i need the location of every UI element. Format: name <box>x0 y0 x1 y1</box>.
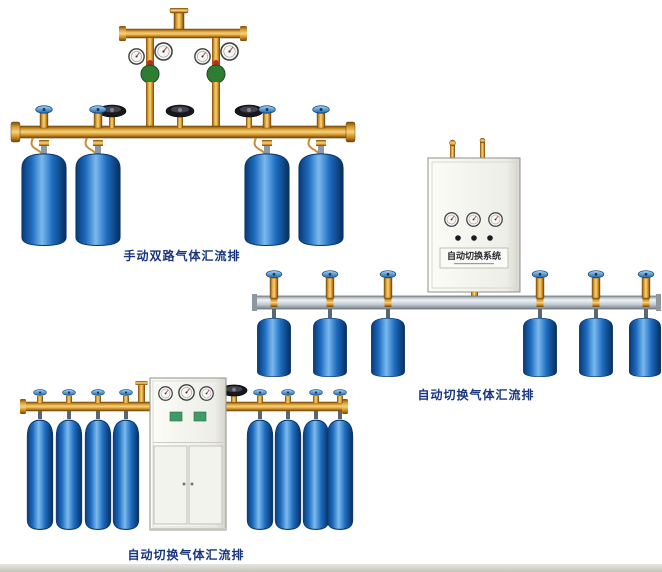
gas-cylinder <box>26 419 54 530</box>
handwheel-blue <box>531 270 549 279</box>
handwheel-black <box>165 104 195 118</box>
pressure-gauge <box>194 48 211 65</box>
cylinder-station <box>629 270 661 377</box>
handwheel-blue <box>258 105 276 114</box>
pressure-regulator-left <box>128 42 173 128</box>
handwheel-blue <box>379 270 397 279</box>
gas-cylinder <box>302 419 330 530</box>
control-cabinet: 自动切换系统 <box>427 138 521 298</box>
gas-cylinder <box>75 153 121 246</box>
handwheel-blue <box>35 105 53 114</box>
handwheel-blue <box>309 389 323 396</box>
cylinder-valves-and-bottles <box>257 270 661 377</box>
gas-cylinders <box>21 140 344 246</box>
indicator-light <box>471 235 477 241</box>
handwheel-blue <box>281 389 295 396</box>
next-row-edge-strip <box>0 564 662 572</box>
product-figure-manual-dual <box>8 8 358 250</box>
product-caption: 自动切换气体汇流排 <box>417 388 535 402</box>
gas-cylinder <box>55 419 83 530</box>
gas-cylinder <box>371 317 405 377</box>
control-cabinet <box>149 377 227 531</box>
pressure-gauge <box>154 42 173 61</box>
indicator-light <box>487 235 493 241</box>
handwheel-blue <box>119 389 133 396</box>
gas-cylinder <box>523 317 557 377</box>
cylinder-station <box>579 270 613 377</box>
product-caption: 自动切换气体汇流排 <box>127 548 245 562</box>
cylinder-station <box>371 270 405 377</box>
pressure-regulator-right <box>194 42 239 128</box>
cylinder-station <box>257 270 291 377</box>
gas-cylinder <box>274 419 302 530</box>
handwheel-blue <box>91 389 105 396</box>
handwheel-black <box>234 104 264 118</box>
handwheel-blue <box>62 389 76 396</box>
handwheel-blue <box>333 389 347 396</box>
cylinder-valves <box>33 389 347 419</box>
auto-switch-manifold-2-illustration <box>20 377 354 531</box>
product-caption: 手动双路气体汇流排 <box>123 249 241 263</box>
pressure-gauge <box>488 212 503 227</box>
indicator-label <box>169 411 183 422</box>
handwheel-blue <box>89 105 107 114</box>
auto-switch-manifold-illustration: 自动切换系统 <box>252 138 661 377</box>
handwheel-blue <box>312 105 330 114</box>
gas-cylinder <box>112 419 140 530</box>
manifold-pipe <box>10 121 356 143</box>
pressure-gauge <box>466 212 481 227</box>
handwheel-blue <box>253 389 267 396</box>
product-figure-auto-switch-2 <box>18 372 354 544</box>
pressure-gauge <box>199 386 214 401</box>
gas-cylinder <box>21 153 67 246</box>
gas-cylinder <box>629 317 661 377</box>
cabinet-door <box>188 445 223 525</box>
pressure-gauge <box>128 48 145 65</box>
gas-cylinder <box>579 317 613 377</box>
handwheel-blue <box>637 270 655 279</box>
gas-cylinder <box>313 317 347 377</box>
handwheel-blue <box>33 389 47 396</box>
handwheel-blue <box>321 270 339 279</box>
indicator-label <box>193 411 207 422</box>
black-handwheel-valves <box>97 104 264 128</box>
handwheel-blue <box>265 270 283 279</box>
gas-cylinder <box>257 317 291 377</box>
manual-dual-manifold-illustration <box>10 8 356 246</box>
cylinder-inlet-valves <box>35 105 330 129</box>
cabinet-label: 自动切换系统 <box>447 250 501 261</box>
product-figure-auto-switch: 自动切换系统 <box>252 138 662 383</box>
gas-cylinder <box>246 419 274 530</box>
header-pipe <box>119 8 247 68</box>
pressure-gauge <box>178 384 195 401</box>
cylinder-station <box>313 270 347 377</box>
indicator-light <box>455 235 461 241</box>
pressure-gauge <box>220 42 239 61</box>
handwheel-blue <box>587 270 605 279</box>
gas-cylinder <box>326 419 354 530</box>
cylinder-station <box>523 270 557 377</box>
cabinet-door <box>153 445 188 525</box>
pressure-gauge <box>444 212 459 227</box>
pressure-gauge <box>158 386 173 401</box>
manifold-bar <box>252 294 661 311</box>
gas-cylinder <box>84 419 112 530</box>
